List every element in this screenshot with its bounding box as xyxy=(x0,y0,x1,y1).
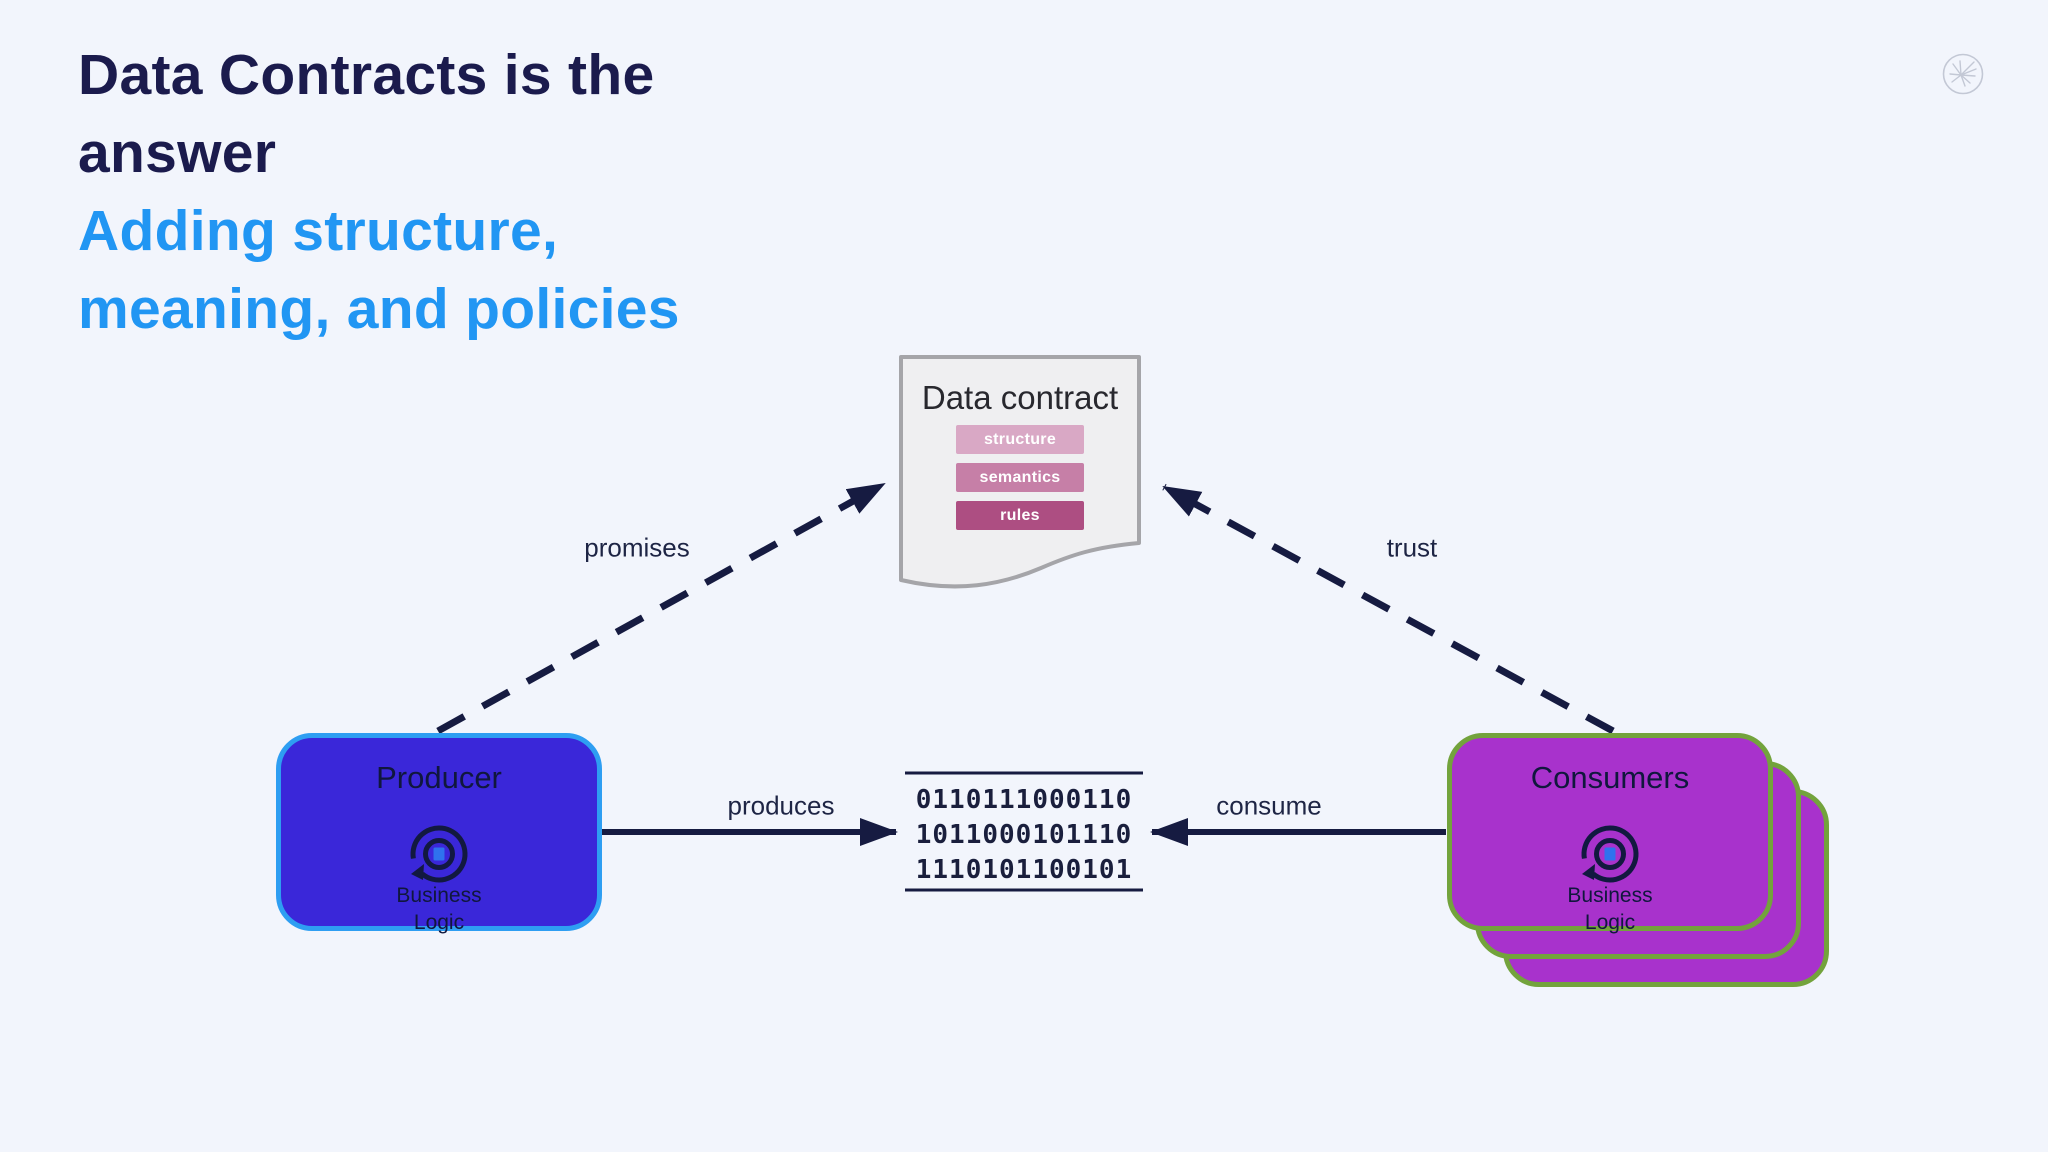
page-title-line2: answer xyxy=(78,121,277,185)
consumers-caption-line1: Business xyxy=(1567,884,1653,907)
producer-caption-line2: Logic xyxy=(413,911,465,934)
producer-title: Producer xyxy=(376,760,502,795)
binary-line: 0110111000110 xyxy=(915,785,1133,815)
page-subtitle-line1: Adding structure, xyxy=(78,199,559,263)
headline: Data Contracts is the answer Adding stru… xyxy=(78,36,680,348)
consumers-title: Consumers xyxy=(1530,760,1690,795)
produces-label: produces xyxy=(727,790,835,821)
trust-arrow xyxy=(1162,483,1615,735)
business-logic-cycle-icon xyxy=(409,824,469,889)
trust-label: trust xyxy=(1386,532,1438,563)
producer-caption-line1: Business xyxy=(396,884,482,907)
consumers-caption: Business Logic xyxy=(1452,882,1768,936)
data-contract-node: Data contract structure semantics rules xyxy=(899,355,1141,600)
business-logic-cycle-icon xyxy=(1580,824,1640,889)
contract-bar-rules: rules xyxy=(956,501,1084,530)
binary-data-block: 0110111000110 1011000101110 111010110010… xyxy=(905,783,1143,888)
producer-caption: Business Logic xyxy=(281,882,597,936)
consumers-node: Consumers Business Logic xyxy=(1447,733,1773,934)
binary-line: 1011000101110 xyxy=(915,820,1133,850)
producer-node: Producer Business Logic xyxy=(276,733,602,934)
contract-bar-structure: structure xyxy=(956,425,1084,454)
contract-bar-semantics: semantics xyxy=(956,463,1084,492)
page-title-line1: Data Contracts is the xyxy=(78,43,655,107)
promises-label: promises xyxy=(584,532,690,563)
consume-label: consume xyxy=(1216,790,1322,821)
consumers-caption-line2: Logic xyxy=(1584,911,1636,934)
data-contract-title: Data contract xyxy=(921,379,1119,416)
binary-line: 1110101100101 xyxy=(915,855,1133,885)
promises-arrow xyxy=(436,480,886,735)
spark-logo-icon xyxy=(1941,52,1985,96)
page-subtitle-line2: meaning, and policies xyxy=(78,277,680,341)
